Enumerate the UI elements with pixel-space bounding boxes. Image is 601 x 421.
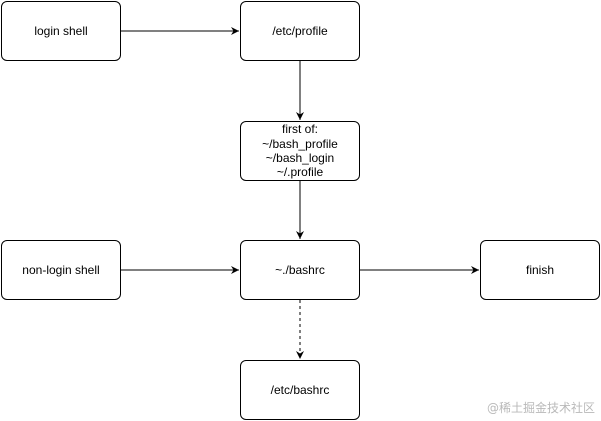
- node-login-shell: login shell: [1, 1, 121, 61]
- watermark: @稀土掘金技术社区: [486, 401, 595, 415]
- node-finish: finish: [480, 240, 600, 300]
- node-bashrc: ~./bashrc: [240, 240, 360, 300]
- node-first-of-label: first of: ~/bash_profile ~/bash_login ~/…: [262, 122, 338, 180]
- node-non-login-shell: non-login shell: [1, 240, 121, 300]
- node-login-shell-label: login shell: [34, 23, 88, 38]
- node-etc-profile-label: /etc/profile: [272, 23, 328, 38]
- node-etc-bashrc: /etc/bashrc: [240, 360, 360, 420]
- node-etc-bashrc-label: /etc/bashrc: [270, 382, 330, 397]
- node-non-login-shell-label: non-login shell: [22, 262, 100, 277]
- node-first-of: first of: ~/bash_profile ~/bash_login ~/…: [240, 121, 360, 181]
- node-bashrc-label: ~./bashrc: [275, 262, 325, 277]
- node-finish-label: finish: [525, 262, 554, 277]
- node-etc-profile: /etc/profile: [240, 1, 360, 61]
